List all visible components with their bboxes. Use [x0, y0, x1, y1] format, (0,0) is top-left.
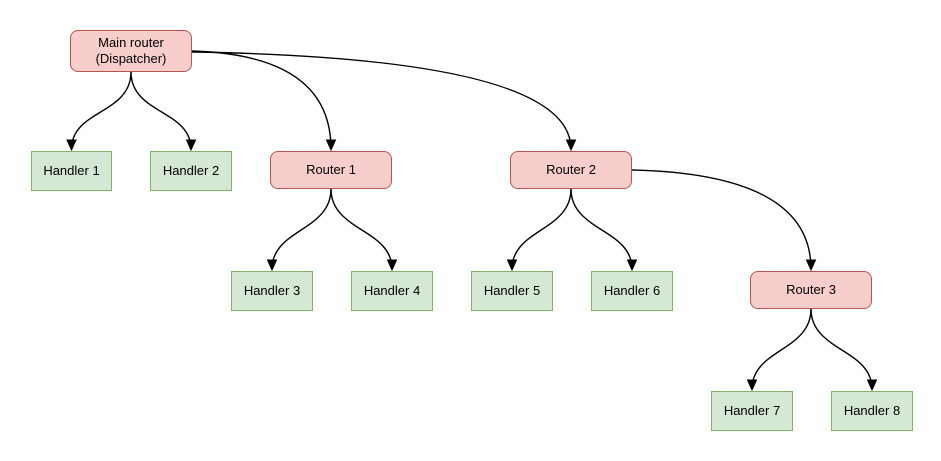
- edge-router-2-to-handler-5: [512, 188, 572, 269]
- node-handler-3: Handler 3: [231, 271, 313, 311]
- edge-router-3-to-handler-8: [810, 308, 872, 389]
- edge-main-router-to-handler-2: [130, 71, 191, 149]
- edge-router-1-to-handler-4: [330, 188, 392, 269]
- node-main-router: Main router (Dispatcher): [70, 30, 192, 72]
- node-handler-6: Handler 6: [591, 271, 673, 311]
- node-handler-4: Handler 4: [351, 271, 433, 311]
- edge-router-1-to-handler-3: [272, 188, 332, 269]
- node-router-2: Router 2: [510, 151, 632, 189]
- node-handler-8: Handler 8: [831, 391, 913, 431]
- edge-main-router-to-handler-1: [72, 71, 132, 149]
- edge-main-router-to-router-2: [191, 51, 571, 149]
- node-router-3: Router 3: [750, 271, 872, 309]
- node-handler-1: Handler 1: [31, 151, 112, 191]
- edge-main-router-to-router-1: [191, 50, 331, 149]
- node-handler-2: Handler 2: [150, 151, 232, 191]
- edge-router-2-to-router-3: [631, 169, 811, 269]
- edge-router-3-to-handler-7: [752, 308, 812, 389]
- edge-router-2-to-handler-6: [570, 188, 632, 269]
- node-router-1: Router 1: [270, 151, 392, 189]
- node-handler-5: Handler 5: [471, 271, 553, 311]
- node-handler-7: Handler 7: [711, 391, 793, 431]
